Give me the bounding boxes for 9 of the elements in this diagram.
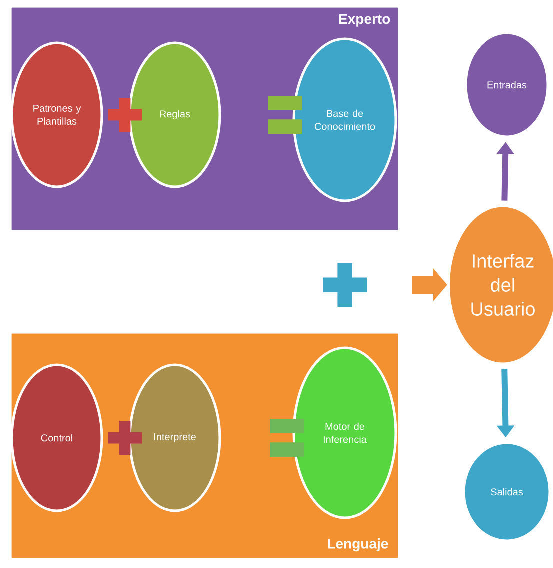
circle-node: Interprete bbox=[128, 364, 222, 512]
circle-node: Control bbox=[10, 364, 104, 512]
circle-node: Entradas bbox=[464, 32, 550, 138]
circle-node: Motor de Inferencia bbox=[292, 346, 398, 520]
circle-node: Salidas bbox=[462, 442, 552, 542]
circle-node: Base de Conocimiento bbox=[292, 38, 398, 202]
circle-node: Interfaz del Usuario bbox=[447, 204, 553, 366]
circle-node: Reglas bbox=[128, 42, 222, 188]
circle-node: Patrones y Plantillas bbox=[10, 42, 104, 188]
